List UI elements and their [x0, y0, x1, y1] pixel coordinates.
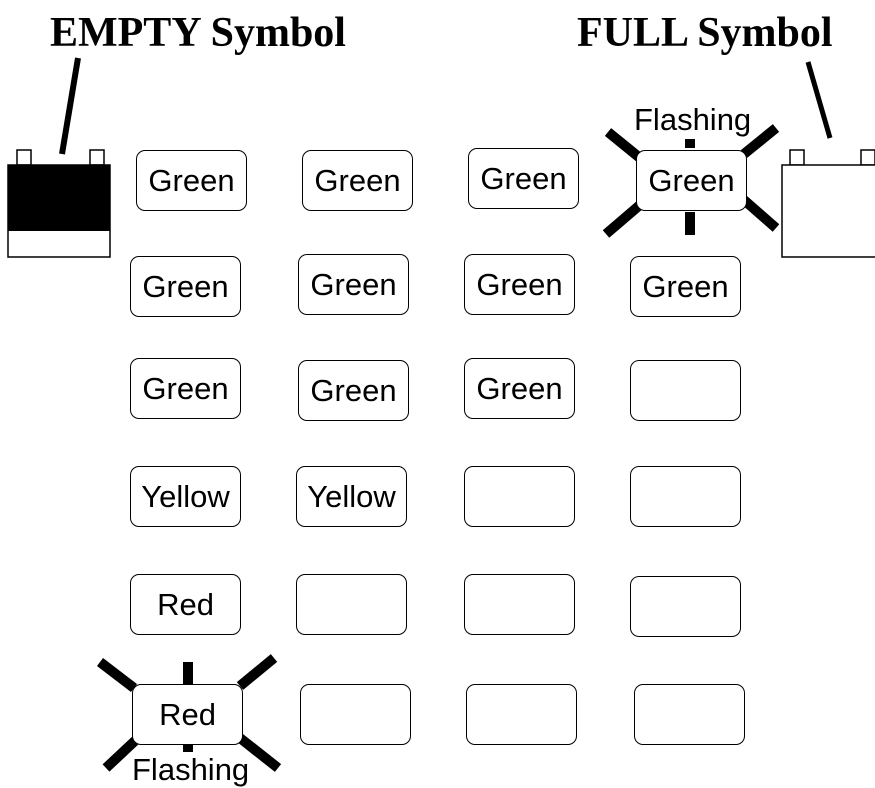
- led-r1-c1: Green: [136, 150, 247, 211]
- full-pointer-line: [805, 61, 833, 139]
- led-r3-c4: [630, 360, 741, 421]
- led-r2-c3: Green: [464, 254, 575, 315]
- led-r2-c4: Green: [630, 256, 741, 317]
- led-r5-c2: [296, 574, 407, 635]
- led-r4-c4: [630, 466, 741, 527]
- led-r4-c1: Yellow: [130, 466, 241, 527]
- led-r6-c1-flashing: Red: [132, 684, 243, 745]
- led-r4-c3: [464, 466, 575, 527]
- empty-battery-fill: [8, 165, 110, 231]
- empty-pointer-line: [59, 57, 81, 155]
- led-r1-c4-flashing: Green: [636, 150, 747, 211]
- led-r5-c4: [630, 576, 741, 637]
- full-symbol-title: FULL Symbol: [577, 10, 833, 56]
- empty-battery-icon: [7, 149, 111, 258]
- flash-rays-bottom-left: [96, 654, 282, 772]
- led-r3-c1: Green: [130, 358, 241, 419]
- led-r4-c2: Yellow: [296, 466, 407, 527]
- led-r6-c3: [466, 684, 577, 745]
- led-r2-c1: Green: [130, 256, 241, 317]
- flashing-caption-bottom: Flashing: [132, 752, 250, 787]
- led-r3-c3: Green: [464, 358, 575, 419]
- flash-rays-top-right: [602, 124, 780, 238]
- led-r1-c3: Green: [468, 148, 579, 209]
- led-r2-c2: Green: [298, 254, 409, 315]
- led-r6-c2: [300, 684, 411, 745]
- full-battery-icon: [781, 149, 875, 258]
- led-r6-c4: [634, 684, 745, 745]
- flashing-caption-top: Flashing: [634, 102, 752, 137]
- led-r1-c2: Green: [302, 150, 413, 211]
- led-r5-c3: [464, 574, 575, 635]
- empty-symbol-title: EMPTY Symbol: [50, 10, 346, 56]
- led-r3-c2: Green: [298, 360, 409, 421]
- led-r5-c1: Red: [130, 574, 241, 635]
